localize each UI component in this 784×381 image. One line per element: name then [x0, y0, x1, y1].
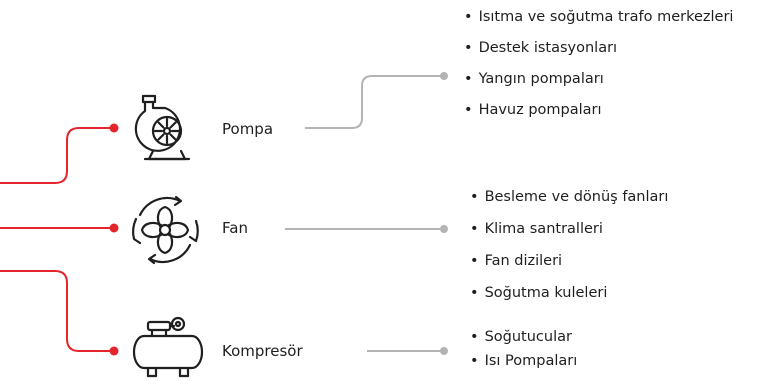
- list-item: Fan dizileri: [470, 245, 668, 277]
- gray-dot-pompa: [440, 72, 448, 80]
- pump-icon: [134, 94, 191, 161]
- red-dot-kompresor: [109, 346, 119, 356]
- list-item: Soğutma kuleleri: [470, 277, 668, 309]
- list-item: Isıtma ve soğutma trafo merkezleri: [464, 2, 734, 33]
- fan-icon: [132, 195, 199, 265]
- list-fan: Besleme ve dönüş fanları Klima santralle…: [470, 181, 669, 309]
- gray-connector-pompa: [305, 75, 444, 129]
- red-connector-pompa: [0, 127, 114, 184]
- list-item: Isı Pompaları: [470, 349, 578, 373]
- list-item: Destek istasyonları: [464, 33, 733, 64]
- list-pompa: Isıtma ve soğutma trafo merkezleri Deste…: [464, 2, 734, 126]
- red-connector-kompresor: [0, 270, 114, 352]
- list-item: Soğutucular: [470, 325, 577, 349]
- list-item: Yangın pompaları: [464, 64, 733, 95]
- category-label-fan: Fan: [222, 219, 248, 237]
- list-kompresor: Soğutucular Isı Pompaları: [470, 325, 578, 373]
- red-dot-pompa: [109, 123, 119, 133]
- list-item: Havuz pompaları: [464, 95, 733, 126]
- compressor-icon: [132, 316, 204, 378]
- category-label-pompa: Pompa: [222, 120, 274, 138]
- gray-dot-kompresor: [440, 347, 448, 355]
- list-item: Klima santralleri: [470, 213, 668, 245]
- list-item: Besleme ve dönüş fanları: [470, 181, 669, 213]
- gray-dot-fan: [440, 225, 448, 233]
- red-dot-fan: [109, 223, 119, 233]
- category-label-kompresor: Kompresör: [222, 342, 303, 360]
